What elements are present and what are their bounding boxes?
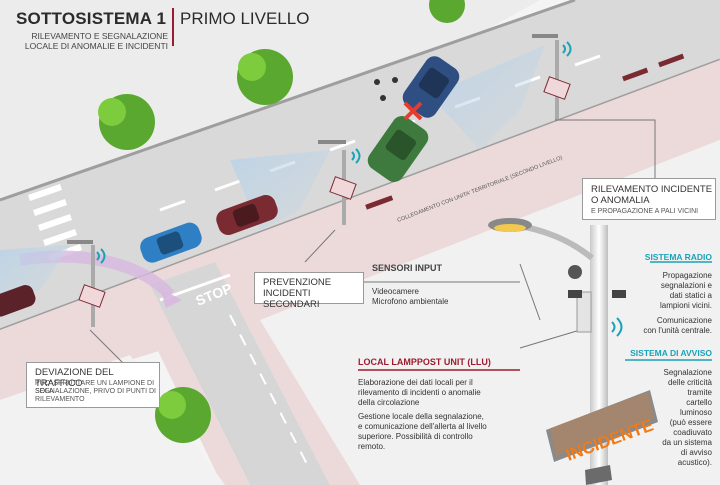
sensors-item-1: Videocamere <box>372 287 419 296</box>
warning-line-7: coadiuvato <box>673 428 712 437</box>
llu-p1-2: rilevamento di incidenti o anomalie <box>358 388 481 397</box>
header-subtitle-1: RILEVAMENTO E SEGNALAZIONE <box>31 31 168 41</box>
deviation-arrow-head <box>160 288 182 308</box>
deviation-sub-3: RILEVAMENTO <box>35 396 85 403</box>
lamppost-top <box>532 34 571 120</box>
warning-title: SISTEMA DI AVVISO <box>630 348 712 358</box>
side-sidewalk-right <box>215 252 360 485</box>
detection-title-1: RILEVAMENTO INCIDENTE <box>591 184 713 195</box>
warning-line-6: (può essere <box>669 418 712 427</box>
tree-2 <box>237 49 293 105</box>
warning-line-3: tramite <box>687 388 712 397</box>
warning-line-9: di avviso <box>680 448 712 457</box>
warning-line-4: cartello <box>686 398 712 407</box>
prevention-line-1: PREVENZIONE <box>263 277 332 288</box>
wifi-icons <box>96 41 623 337</box>
people <box>374 77 398 101</box>
radio-title: SISTEMA RADIO <box>644 252 712 262</box>
llu-p1-1: Elaborazione dei dati locali per il <box>358 378 473 387</box>
llu-p2-3: superiore. Possibilità di controllo <box>358 432 473 441</box>
llu-p2-4: remoto. <box>358 442 386 451</box>
car-blue <box>140 222 202 263</box>
radio-line-2: segnalazioni e <box>660 281 712 290</box>
deviation-callout: DEVIAZIONE DEL TRAFFICO PUO' SFRUTTARE U… <box>26 362 160 408</box>
tree-4 <box>155 387 211 443</box>
radio-line-4: lampioni vicini. <box>659 301 712 310</box>
llu-p2-2: e comunicazione dell'allerta al livello <box>358 422 487 431</box>
car-navy <box>402 56 460 118</box>
road-edge-top <box>0 0 576 202</box>
warning-line-8: da un sistema <box>662 438 712 447</box>
radio-line-3: dati statici a <box>669 291 712 300</box>
lamppost-left <box>67 240 106 327</box>
sensors-item-2: Microfono ambientale <box>372 297 449 306</box>
leader-lines <box>89 119 656 366</box>
header-title: SOTTOSISTEMA 1 <box>16 9 167 28</box>
llu-title: LOCAL LAMPPOST UNIT (LLU) <box>358 357 491 367</box>
crash-marker <box>403 101 423 121</box>
tree-3 <box>429 0 465 23</box>
sensors-title: SENSORI INPUT <box>372 263 443 273</box>
warning-line-10: acustico). <box>677 458 712 467</box>
side-sidewalk-left <box>130 285 250 485</box>
beam-left <box>0 245 70 300</box>
deviation-sub-2: SEGNALAZIONE, PRIVO DI PUNTI DI <box>35 388 156 395</box>
prevention-callout: PREVENZIONE INCIDENTI SECONDARI <box>254 272 364 310</box>
detection-title-2: O ANOMALIA <box>591 195 650 206</box>
radio-line-5: Comunicazione <box>656 316 712 325</box>
detection-callout: RILEVAMENTO INCIDENTE O ANOMALIA E PROPA… <box>582 178 716 220</box>
header-divider <box>172 8 174 46</box>
side-road <box>150 262 330 485</box>
header-level: PRIMO LIVELLO <box>180 9 310 28</box>
car-green <box>367 116 429 182</box>
incidente-sign <box>546 390 658 462</box>
side-road-center <box>229 314 311 471</box>
benches <box>365 53 685 210</box>
detection-sub: E PROPAGAZIONE A PALI VICINI <box>591 208 699 215</box>
header-subtitle-2: LOCALE DI ANOMALIE E INCIDENTI <box>24 41 168 51</box>
radio-line-6: con l'unità centrale. <box>643 326 712 335</box>
llu-p2-1: Gestione locale della segnalazione, <box>358 412 484 421</box>
lamppost-mid <box>318 140 357 225</box>
beam-top <box>430 45 545 150</box>
prevention-line-2: INCIDENTI SECONDARI <box>263 288 320 310</box>
car-red <box>216 194 278 236</box>
radio-line-1: Propagazione <box>662 271 712 280</box>
warning-line-2: delle criticità <box>667 378 712 387</box>
car-red-left <box>0 284 36 317</box>
warning-line-1: Segnalazione <box>663 368 712 377</box>
tree-1 <box>98 94 155 150</box>
warning-line-5: luminoso <box>679 408 712 417</box>
deviation-title: DEVIAZIONE DEL TRAFFICO <box>35 367 114 389</box>
deviation-sub-1: PUO' SFRUTTARE UN LAMPIONE DI SOLA <box>35 380 155 395</box>
llu-p1-3: della circolazione <box>358 398 420 407</box>
